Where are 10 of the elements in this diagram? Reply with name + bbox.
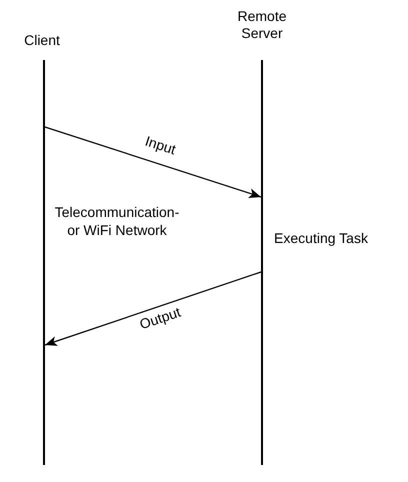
lifeline (261, 60, 263, 465)
arrow (44, 271, 262, 346)
participant-label: Client (10, 32, 74, 52)
network-note: Telecommunication- or WiFi Network (54, 204, 180, 239)
lifeline (43, 60, 45, 465)
process-note: Executing Task (273, 230, 369, 248)
arrow (44, 126, 262, 198)
edge-label: Input (142, 132, 178, 158)
edge-label: Output (136, 303, 184, 333)
participant-label: Remote Server (226, 8, 298, 48)
